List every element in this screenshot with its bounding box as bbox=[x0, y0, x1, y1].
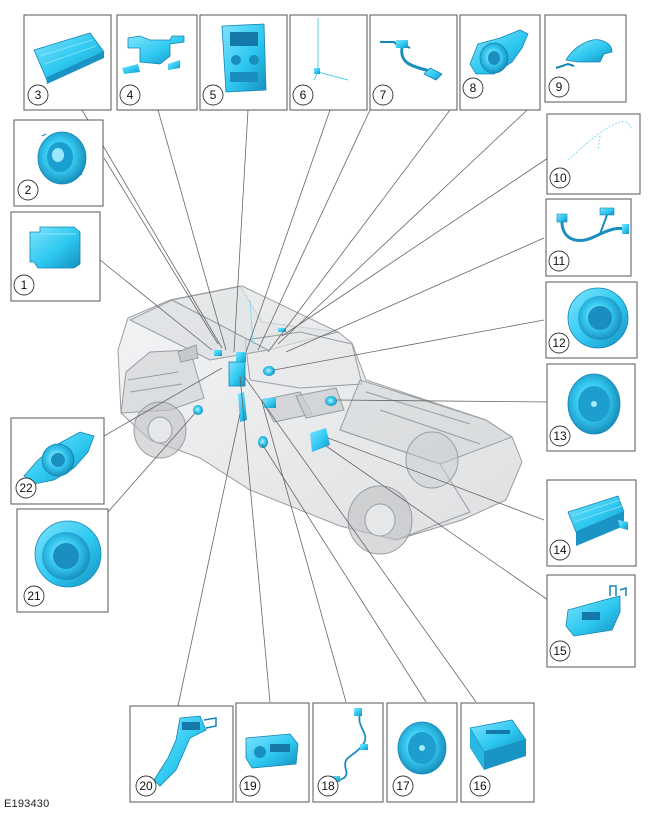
vehicle-phantom-view bbox=[117, 285, 523, 555]
callout-number-18: 18 bbox=[317, 775, 339, 797]
callout-number-circle bbox=[392, 775, 414, 797]
callout-number-label: 2 bbox=[25, 183, 32, 197]
callout-box-12 bbox=[545, 281, 638, 359]
callout-number-circle bbox=[548, 76, 570, 98]
callout-number-label: 20 bbox=[139, 779, 153, 793]
callout-number-label: 14 bbox=[553, 543, 567, 557]
callout-number-4: 4 bbox=[119, 84, 141, 106]
callout-number-21: 21 bbox=[23, 585, 45, 607]
callout-number-13: 13 bbox=[549, 425, 571, 447]
callout-number-label: 6 bbox=[300, 88, 307, 102]
callout-number-label: 22 bbox=[19, 481, 33, 495]
callout-number-label: 8 bbox=[470, 81, 477, 95]
callout-number-circle bbox=[549, 539, 571, 561]
callout-box-21 bbox=[16, 508, 109, 613]
callout-number-circle bbox=[119, 84, 141, 106]
callout-box-8 bbox=[459, 14, 541, 111]
callout-number-circle bbox=[469, 775, 491, 797]
leader-lines bbox=[81, 97, 551, 707]
callout-number-circle bbox=[548, 250, 570, 272]
callout-number-label: 5 bbox=[210, 88, 217, 102]
callout-box-4 bbox=[116, 14, 198, 111]
callout-number-label: 13 bbox=[553, 429, 567, 443]
callout-number-label: 18 bbox=[321, 779, 335, 793]
callout-number-circle bbox=[549, 640, 571, 662]
callout-number-20: 20 bbox=[135, 775, 157, 797]
callout-number-2: 2 bbox=[17, 179, 39, 201]
callout-number-circle bbox=[372, 84, 394, 106]
callout-number-11: 11 bbox=[548, 250, 570, 272]
callout-number-circle bbox=[135, 775, 157, 797]
callout-number-label: 21 bbox=[27, 589, 41, 603]
callout-number-22: 22 bbox=[15, 477, 37, 499]
callout-number-circle bbox=[548, 332, 570, 354]
callout-number-12: 12 bbox=[548, 332, 570, 354]
callout-number-9: 9 bbox=[548, 76, 570, 98]
callout-number-19: 19 bbox=[239, 775, 261, 797]
callout-number-17: 17 bbox=[392, 775, 414, 797]
callout-number-6: 6 bbox=[292, 84, 314, 106]
callout-number-circle bbox=[239, 775, 261, 797]
callout-number-circle bbox=[27, 84, 49, 106]
callout-box-13 bbox=[546, 363, 636, 452]
callout-number-circle bbox=[23, 585, 45, 607]
callout-number-circle bbox=[15, 477, 37, 499]
callout-number-circle bbox=[317, 775, 339, 797]
callout-box-1 bbox=[10, 211, 101, 302]
installed-components bbox=[193, 299, 337, 452]
callout-number-label: 19 bbox=[243, 779, 257, 793]
callout-box-11 bbox=[545, 198, 632, 277]
callout-number-label: 15 bbox=[553, 644, 567, 658]
callout-number-label: 11 bbox=[553, 254, 566, 268]
callout-number-8: 8 bbox=[462, 77, 484, 99]
callout-number-label: 17 bbox=[396, 779, 410, 793]
callout-number-label: 9 bbox=[556, 80, 563, 94]
callout-number-circle bbox=[202, 84, 224, 106]
callout-number-7: 7 bbox=[372, 84, 394, 106]
callout-number-14: 14 bbox=[549, 539, 571, 561]
callout-number-label: 3 bbox=[35, 88, 42, 102]
callout-number-10: 10 bbox=[549, 167, 571, 189]
callout-number-15: 15 bbox=[549, 640, 571, 662]
callout-number-circle bbox=[549, 425, 571, 447]
callout-box-9 bbox=[544, 14, 627, 103]
callout-number-circle bbox=[292, 84, 314, 106]
callout-number-label: 1 bbox=[21, 278, 28, 292]
callout-number-circle bbox=[17, 179, 39, 201]
figure-id: E193430 bbox=[4, 798, 50, 810]
callout-number-3: 3 bbox=[27, 84, 49, 106]
callout-number-circle bbox=[13, 274, 35, 296]
callout-number-16: 16 bbox=[469, 775, 491, 797]
callout-number-label: 16 bbox=[473, 779, 487, 793]
callout-number-5: 5 bbox=[202, 84, 224, 106]
callout-number-circle bbox=[462, 77, 484, 99]
callout-number-1: 1 bbox=[13, 274, 35, 296]
callout-number-label: 7 bbox=[380, 88, 387, 102]
callout-number-label: 10 bbox=[553, 171, 567, 185]
callout-number-circle bbox=[549, 167, 571, 189]
callout-number-label: 4 bbox=[127, 88, 134, 102]
callout-number-label: 12 bbox=[552, 336, 566, 350]
